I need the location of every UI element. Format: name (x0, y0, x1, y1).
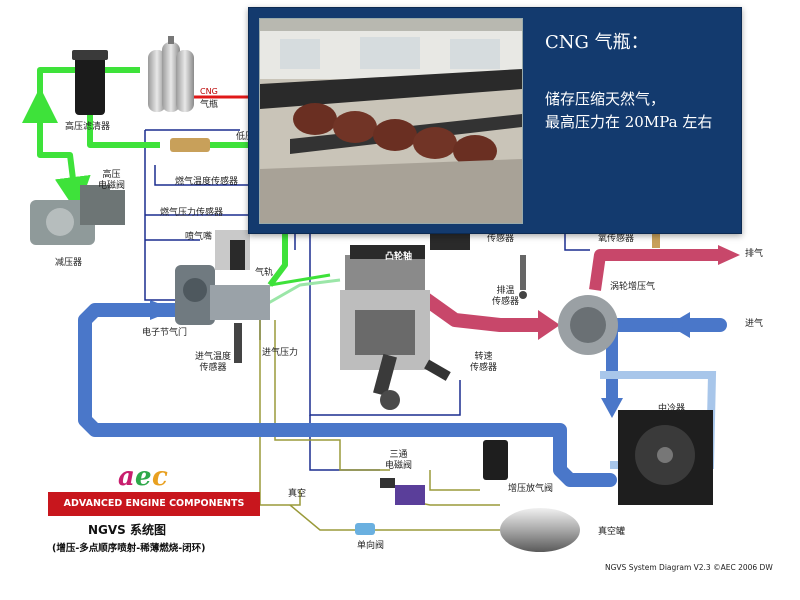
speed-sensor-label: 转速 传感器 (470, 352, 498, 373)
cng-cylinder-info-panel: CNG 气瓶： 储存压缩天然气， 最高压力在 20MPa 左右 (248, 7, 742, 234)
intercooler (618, 410, 713, 505)
cng-cylinders (148, 36, 194, 112)
hp-filter-label: 高压滤清器 (65, 122, 111, 132)
intake-temp-sensor (234, 323, 242, 363)
diagram-title: NGVS 系统图 (88, 523, 167, 537)
wastegate-valve (483, 440, 508, 480)
cng-cylinder-photo (259, 18, 523, 224)
exhaust-temp-sensor (519, 255, 527, 299)
low-pressure-label: 低压 (236, 132, 255, 142)
check-valve-label: 单向阀 (357, 541, 385, 551)
high-pressure-filter (72, 50, 108, 115)
fuel-rail (215, 230, 250, 270)
cam-shaft-sensor (430, 230, 470, 250)
gas-temp-sensor-label: 燃气温度传感器 (175, 177, 239, 187)
intake-green-flow (264, 278, 341, 307)
throttle-body (175, 265, 270, 325)
check-valve (355, 523, 375, 535)
svg-text:e: e (135, 462, 152, 492)
diagram-subtitle: (增压-多点顺序喷射-稀薄燃烧-闭环) (52, 543, 206, 554)
company-banner: ADVANCED ENGINE COMPONENTS LIMITED (48, 492, 260, 533)
vacuum-label: 真空 (288, 489, 307, 499)
etc-label: 电子节气门 (142, 328, 188, 338)
overlay-title: CNG 气瓶： (545, 32, 649, 53)
exhaust-line (415, 245, 740, 340)
regulator-label: 减压器 (55, 258, 83, 268)
three-way-label: 三通 电磁阀 (385, 450, 413, 471)
svg-text:a: a (118, 462, 135, 492)
engine-cylinder (340, 245, 430, 410)
vacuum-tank-label: 真空罐 (598, 527, 626, 537)
aec-logo: a e c (118, 462, 168, 492)
o2-sensor-label: 氧传感器 (598, 234, 635, 244)
injector-label: 喷气嘴 (185, 232, 213, 242)
intake-temp-label: 进气温度 传感器 (195, 352, 232, 373)
speed-sensor (424, 359, 451, 381)
hp-solenoid-label: 高压 电磁阀 (98, 170, 126, 191)
vacuum-tank (500, 508, 580, 552)
turbocharger (558, 295, 618, 355)
wastegate-label: 增压放气阀 (508, 484, 554, 494)
top-sensor-label: 传感器 (487, 234, 515, 244)
cng-arrow-label: CNG (200, 87, 218, 96)
exhaust-temp-label: 排温 传感器 (492, 286, 520, 307)
cylinder-label: 气瓶 (200, 100, 219, 110)
three-way-solenoid (380, 478, 425, 505)
intercooler-label: 中冷器 (658, 404, 686, 414)
overlay-line-1: 储存压缩天然气， (545, 90, 666, 108)
turbo-label: 涡轮增压气 (610, 282, 656, 292)
gas-press-sensor-label: 燃气压力传感器 (160, 208, 224, 218)
regulator (30, 185, 110, 245)
title-block: ADVANCED ENGINE COMPONENTS LIMITED NGVS … (48, 465, 260, 555)
gas-temperature-sensor (170, 138, 210, 152)
hp-solenoid-valve (100, 190, 125, 225)
intake-pressure-label: 进气压力 (262, 348, 299, 358)
exhaust-label: 排气 (745, 249, 764, 259)
footer-caption: NGVS System Diagram V2.3 ©AEC 2006 DW (605, 563, 773, 572)
cam-shaft-label: 凸轮轴 (385, 252, 413, 262)
intake-label: 进气 (745, 319, 764, 329)
rail-label: 气轨 (255, 268, 274, 278)
overlay-line-2: 最高压力在 20MPa 左右 (545, 113, 713, 131)
high-pressure-gas-line (22, 67, 331, 287)
o2-sensor (652, 228, 660, 248)
svg-text:c: c (152, 462, 168, 492)
